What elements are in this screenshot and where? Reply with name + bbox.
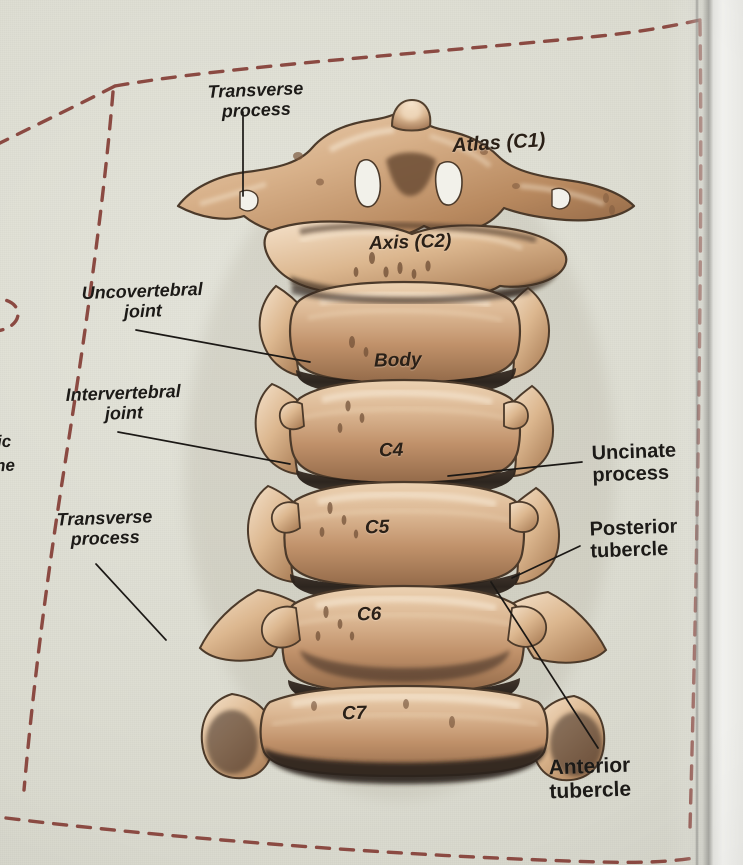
label-c5: C5	[364, 516, 390, 539]
label-c7: C7	[341, 702, 367, 725]
label-transverse-process-left: Transverse process	[56, 506, 153, 550]
dashed-bottom	[4, 816, 696, 865]
label-intervertebral-joint: Intervertebral joint	[65, 381, 182, 424]
leader-anterior-tubercle	[490, 581, 599, 749]
dashed-right	[688, 20, 703, 832]
label-cropped-fragment-1: ic	[0, 431, 12, 452]
label-c6: C6	[356, 603, 382, 626]
vertebra-c4	[254, 378, 554, 496]
dashed-left	[22, 90, 115, 792]
dashed-top	[113, 18, 702, 88]
dashed-loop-fragment	[0, 297, 20, 333]
label-uncinate-process: Uncinate process	[591, 439, 677, 487]
label-anterior-tubercle: Anterior tubercle	[548, 753, 632, 803]
label-axis-c2: Axis (C2)	[368, 230, 452, 255]
dashed-diagonal-left	[0, 84, 117, 145]
label-transverse-process-top: Transverse process	[207, 78, 304, 122]
leader-intervertebral-joint	[117, 431, 291, 465]
leader-uncinate-process	[447, 461, 583, 477]
vertebra-atlas-c1	[176, 98, 636, 238]
vertebra-c5	[247, 480, 560, 602]
vertebra-c7	[200, 684, 606, 784]
label-body: Body	[373, 349, 422, 372]
label-c4: C4	[378, 439, 404, 462]
label-uncovertebral-joint: Uncovertebral joint	[81, 278, 204, 322]
leader-posterior-tubercle	[511, 545, 581, 579]
leader-transverse-process-left	[95, 563, 167, 641]
label-cropped-fragment-2: ne	[0, 455, 16, 476]
leader-uncovertebral-joint	[135, 329, 311, 363]
label-posterior-tubercle: Posterior tubercle	[589, 515, 678, 563]
